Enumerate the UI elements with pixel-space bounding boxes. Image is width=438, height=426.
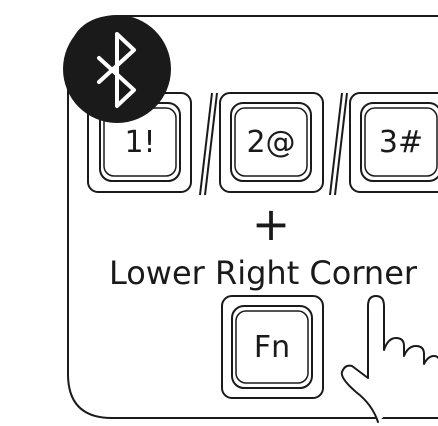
- key-3: 3#: [349, 92, 438, 193]
- key-3-label: 3#: [379, 125, 423, 160]
- bluetooth-badge: [63, 15, 171, 123]
- key-2: 2@: [219, 92, 324, 193]
- separator-line: [199, 92, 213, 196]
- fn-key: Fn: [221, 295, 324, 399]
- key-1-label: 1!: [124, 125, 155, 160]
- separator-line: [334, 92, 348, 196]
- separator-line: [329, 92, 343, 196]
- caption-text: Lower Right Corner: [109, 254, 418, 292]
- key-2-label: 2@: [246, 125, 295, 160]
- bluetooth-icon: [97, 32, 136, 108]
- fn-key-label: Fn: [254, 330, 290, 365]
- separator-line: [204, 92, 218, 196]
- plus-sign: +: [252, 197, 291, 251]
- pointing-hand-icon: [340, 295, 438, 423]
